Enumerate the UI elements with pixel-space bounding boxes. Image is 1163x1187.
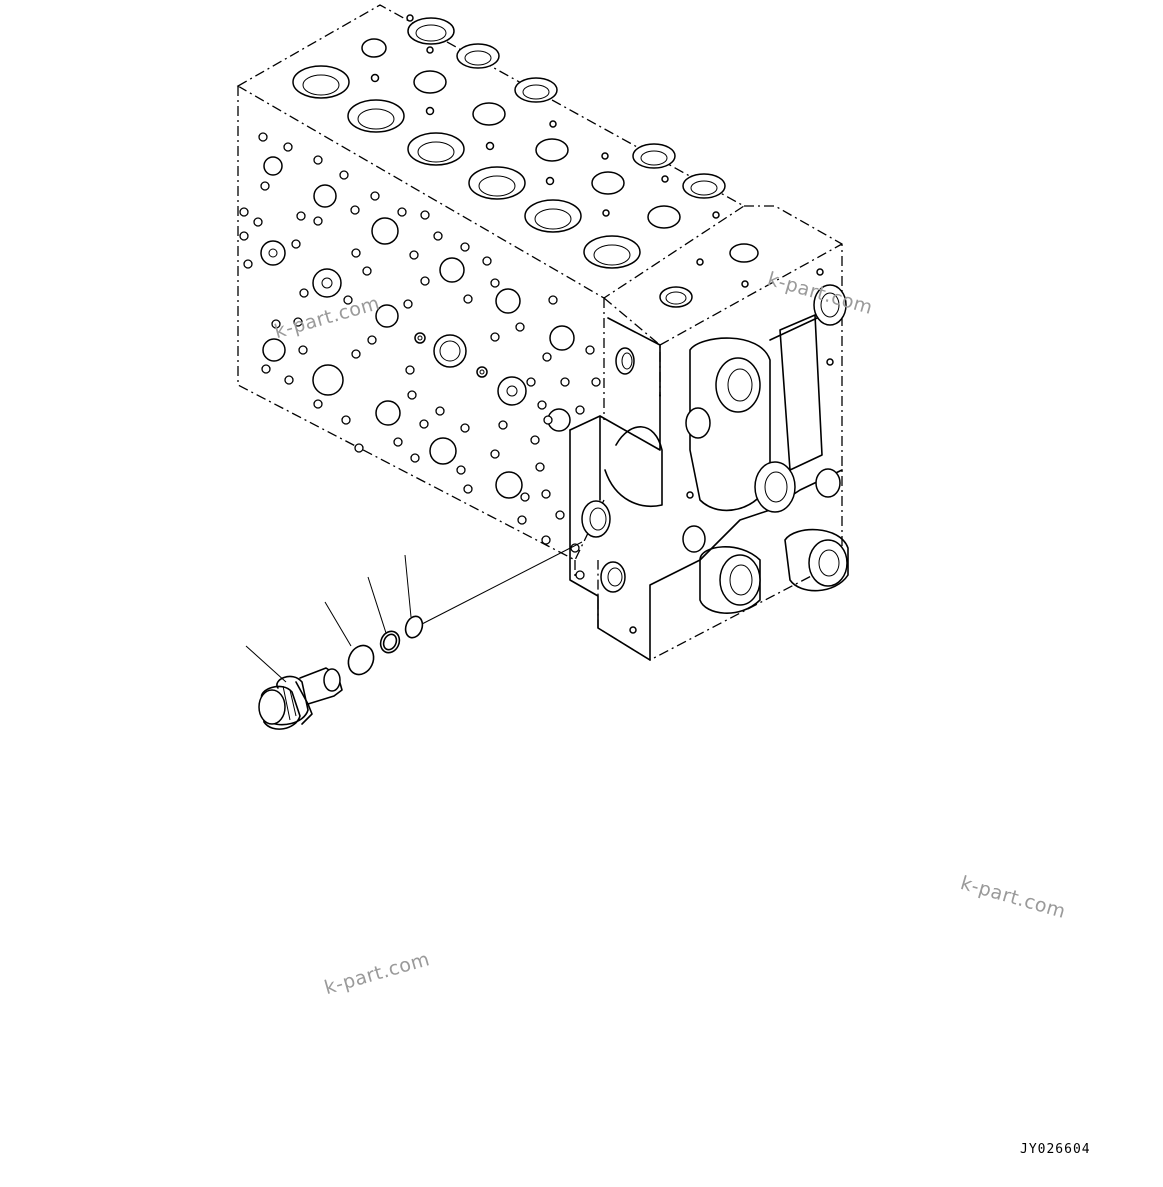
plug-part [258,667,343,730]
assembly-center-line [421,541,583,625]
left-face-ports [239,132,601,580]
plug-leader-line [245,645,287,683]
backup-ring [379,630,401,654]
backup-ring-leader-line [367,576,387,634]
o-ring-large [347,644,375,676]
top-face-ports [292,14,749,288]
o-ring-small-leader-line [404,554,412,618]
end-cover-block [569,243,849,661]
drawing-code: JY026604 [1020,1142,1091,1157]
o-ring-large-leader-line [324,601,352,647]
o-ring-small [404,615,424,639]
control-valve-body [236,4,849,661]
